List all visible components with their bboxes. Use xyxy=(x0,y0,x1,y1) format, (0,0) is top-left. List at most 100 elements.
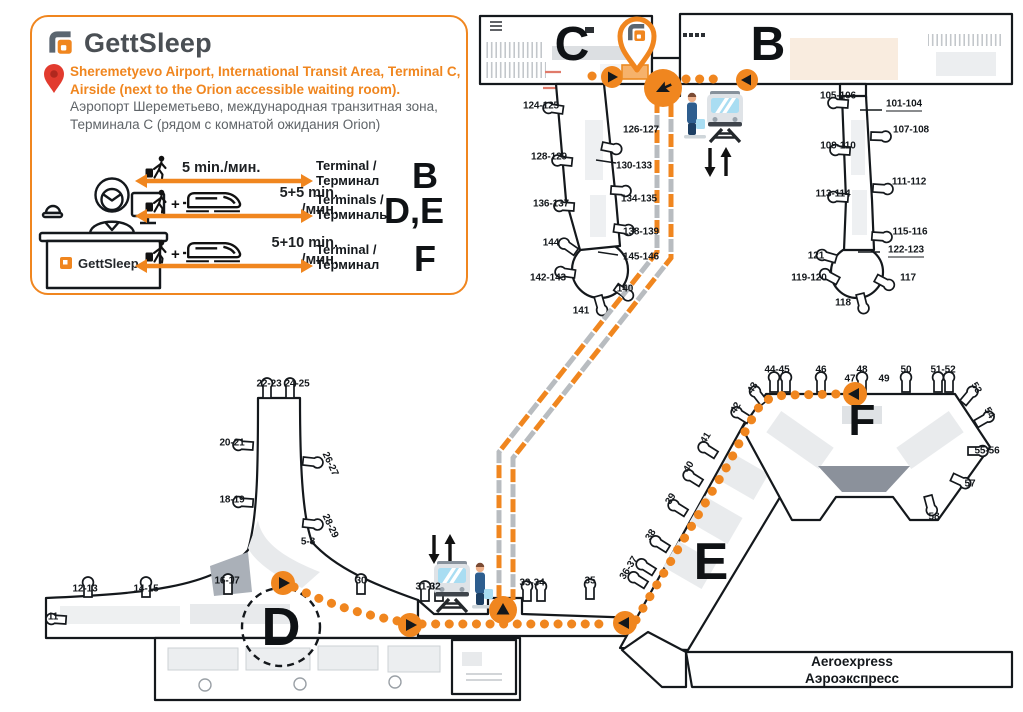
gate-label-145-146: 145-146 xyxy=(623,251,659,263)
gate-label-138-139: 138-139 xyxy=(623,226,659,238)
route-cursor-node xyxy=(644,69,682,107)
gate-label-5-8: 5-8 xyxy=(300,536,316,548)
aeroexpress-walkway xyxy=(620,630,1014,689)
gate-label-57: 57 xyxy=(964,478,976,490)
aeroexpress-label: Aeroexpress Аэроэкспресс xyxy=(692,654,1012,688)
legend-time-f: 5+10 min. /мин. xyxy=(271,235,339,268)
gate-label-30: 30 xyxy=(355,575,367,587)
gate-label-101-104: 101-104 xyxy=(886,98,922,112)
gate-label-16-17: 16-17 xyxy=(214,575,240,587)
updown-arrows-icon xyxy=(702,145,734,179)
double-arrow-icon xyxy=(134,208,314,224)
plus-sign: + xyxy=(171,246,180,263)
route-arrow-left-node xyxy=(843,382,867,406)
legend-time-b: 5 min./мин. xyxy=(182,160,261,176)
gate-label-141: 141 xyxy=(572,305,590,317)
connector-corridor xyxy=(416,596,642,696)
legend-terminal-f: F xyxy=(414,238,436,279)
gate-label-24-25: 24-25 xyxy=(284,378,310,390)
gate-label-14-15: 14-15 xyxy=(133,583,159,595)
gettsleep-location xyxy=(617,16,657,80)
plus-sign: + xyxy=(171,196,180,213)
gate-label-50: 50 xyxy=(900,364,912,376)
address-english: Sheremetyevo Airport, International Tran… xyxy=(70,64,461,97)
shuttle-station-cb xyxy=(684,91,743,179)
terminal-letter-C: C xyxy=(554,18,590,71)
gate-label-144: 144 xyxy=(542,237,560,249)
terminal-f-building xyxy=(740,392,992,522)
gate-label-22-23: 22-23 xyxy=(256,378,282,390)
gate-label-18-19: 18-19 xyxy=(219,494,245,506)
gate-label-48: 48 xyxy=(856,364,868,376)
double-arrow-icon xyxy=(134,258,314,274)
gate-label-109-110: 109-110 xyxy=(820,140,856,152)
updown-arrows-icon xyxy=(426,532,458,566)
aeroexpress-platform xyxy=(818,466,910,492)
gate-label-47: 47 xyxy=(844,373,856,385)
passenger-icon xyxy=(684,92,706,139)
gate-label-130-133: 130-133 xyxy=(616,160,652,172)
gate-label-140: 140 xyxy=(616,283,634,295)
shuttle-route-dashed xyxy=(496,100,674,600)
gate-label-55-56: 55-56 xyxy=(974,445,1000,457)
gate-label-122-123: 122-123 xyxy=(888,244,924,258)
gate-label-111-112: 111-112 xyxy=(891,176,927,188)
aeroexpress-label-en: Aeroexpress xyxy=(811,654,893,669)
terminal-letter-B: B xyxy=(750,18,786,71)
gate-label-105-106: 105-106 xyxy=(820,90,856,102)
brand-header: GettSleep xyxy=(48,28,212,59)
gate-label-20-21: 20-21 xyxy=(219,437,245,449)
train-icon xyxy=(707,91,743,142)
gate-label-118: 118 xyxy=(835,297,851,309)
route-arrow-right-node xyxy=(271,571,295,595)
gate-label-136-137: 136-137 xyxy=(533,198,569,210)
gettsleep-logo-icon xyxy=(48,30,76,58)
address-russian: Аэропорт Шереметьево, международная тран… xyxy=(70,99,438,132)
gate-label-142-143: 142-143 xyxy=(530,272,566,284)
terminal-letter-F: F xyxy=(848,396,876,445)
gate-label-12-13: 12-13 xyxy=(72,583,98,595)
terminal-letter-E: E xyxy=(693,533,729,591)
route-arrow-right-node xyxy=(398,613,422,637)
route-arrow-up-node xyxy=(489,596,517,624)
legend-label-b: Terminal / Терминал xyxy=(316,158,380,188)
gate-label-35: 35 xyxy=(584,575,596,587)
route-arrow-left-node xyxy=(736,69,758,91)
gate-label-46: 46 xyxy=(815,364,827,376)
route-arrow-left-node xyxy=(613,611,637,635)
terminal-b-building xyxy=(678,12,1014,100)
gate-label-44-45: 44-45 xyxy=(764,364,790,376)
gate-label-119-120: 119-120 xyxy=(791,272,827,284)
legend-label-de: Terminals / Терминалы xyxy=(316,192,391,222)
gate-label-49: 49 xyxy=(878,373,890,385)
location-pin-icon xyxy=(44,64,64,93)
gate-label-134-135: 134-135 xyxy=(621,193,657,205)
terminal-letter-D: D xyxy=(261,597,301,657)
gate-label-113-114: 113-114 xyxy=(815,188,851,200)
gate-leader-lines xyxy=(595,109,882,256)
gettsleep-map-pin-icon xyxy=(617,16,657,73)
gate-label-31-32: 31-32 xyxy=(415,581,441,593)
gate-label-58: 58 xyxy=(928,511,940,523)
gate-label-107-108: 107-108 xyxy=(893,124,929,136)
brand-title: GettSleep xyxy=(84,28,212,58)
gate-label-51-52: 51-52 xyxy=(930,364,956,376)
gate-label-121: 121 xyxy=(807,250,825,262)
gate-label-128-129: 128-129 xyxy=(531,151,567,163)
terminal-b-pier xyxy=(829,94,885,300)
gate-stubs xyxy=(44,96,997,627)
desk-logo-text: GettSleep xyxy=(78,256,139,271)
route-nodes xyxy=(271,66,867,637)
gate-label-117: 117 xyxy=(900,272,916,284)
gate-label-126-127: 126-127 xyxy=(623,124,659,136)
legend-label-f: Terminal / Терминал xyxy=(316,242,380,272)
gate-label-33-34: 33-34 xyxy=(519,577,545,589)
route-arrow-right-node xyxy=(601,66,623,88)
legend-terminal-de: D,E xyxy=(384,190,445,231)
info-box: GettSleep Sheremetyevo Airport, Internat… xyxy=(30,15,468,295)
gate-label-11: 11 xyxy=(47,611,59,623)
aeroexpress-label-ru: Аэроэкспресс xyxy=(805,670,899,686)
walking-route-dotted xyxy=(289,71,843,629)
